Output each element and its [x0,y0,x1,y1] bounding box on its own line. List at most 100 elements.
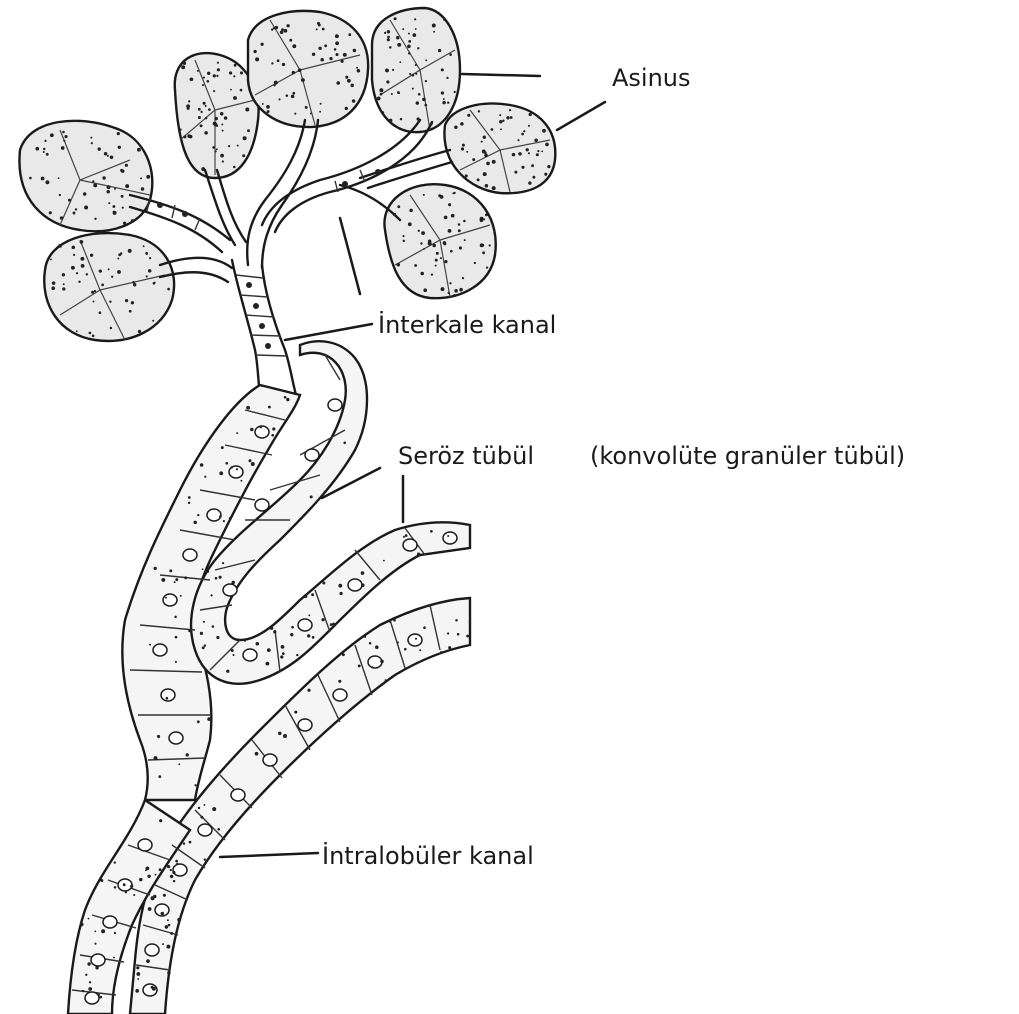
granule-dot [416,101,419,104]
granule-dot [89,332,92,335]
granule-dot [215,577,218,580]
granule-dot [321,618,324,621]
granule-dot [466,151,468,153]
granule-dot [318,672,320,674]
granule-dot [230,89,232,91]
granule-dot [455,619,458,622]
granule-dot [98,147,101,150]
granule-dot [273,630,276,633]
granule-dot [284,29,288,33]
granule-dot [541,150,543,152]
granule-dot [408,222,412,226]
granule-dot [449,53,452,56]
granule-dot [89,981,91,983]
granule-dot [219,471,223,475]
granule-dot [123,883,126,886]
granule-dot [233,75,235,77]
granule-dot [186,753,189,756]
granule-dot [187,107,190,110]
granule-dot [386,80,389,83]
granule-dot [431,273,433,275]
granule-dot [100,879,103,882]
granule-dot [481,141,483,143]
granule-dot [153,895,157,899]
granule-dot [380,93,383,96]
granule-dot [204,131,208,135]
granule-dot [514,171,517,174]
granule-dot [448,292,450,294]
granule-dot [389,46,392,49]
granule-dot [60,216,63,219]
granule-dot [108,202,110,204]
granule-dot [50,258,52,260]
granule-dot [489,244,491,246]
granule-dot [206,80,209,83]
granule-dot [118,146,121,149]
granule-dot [318,24,321,27]
granule-dot [136,966,139,969]
granule-dot [528,181,531,184]
granule-dot [188,502,190,504]
granule-dot [212,625,215,628]
granule-dot [149,257,151,259]
granule-dot [73,254,75,256]
granule-dot [358,664,361,667]
granule-dot [100,996,103,999]
granule-dot [266,105,270,109]
granule-dot [385,68,389,72]
granule-dot [148,269,151,272]
granule-dot [283,734,287,738]
granule-dot [137,978,139,980]
granule-dot [542,129,546,133]
granule-dot [130,885,133,888]
acini-group [19,8,555,341]
granule-dot [420,272,424,276]
granule-dot [123,222,126,225]
granule-dot [204,644,206,646]
granule-dot [222,562,224,564]
granule-dot [273,84,275,86]
acinus [19,121,152,231]
granule-dot [170,932,173,935]
granule-dot [415,73,417,75]
granule-dot [107,155,109,157]
granule-dot [463,220,466,223]
granule-dot [289,39,292,42]
granule-dot [440,257,442,259]
granule-dot [379,88,383,92]
granule-dot [531,164,534,167]
granule-dot [322,28,325,31]
granule-dot [158,775,161,778]
granule-dot [72,246,76,250]
granule-dot [545,143,549,147]
granule-dot [421,231,425,235]
granule-dot [397,43,401,47]
granule-dot [111,276,113,278]
granule-dot [51,286,55,290]
granule-dot [117,270,121,274]
granule-dot [80,257,84,261]
granule-dot [305,106,308,109]
granule-dot [184,576,187,579]
asinus-leader-lower [557,102,605,130]
granule-dot [200,124,203,127]
granule-dot [482,251,485,254]
granule-dot [245,108,249,112]
granule-dot [322,582,325,585]
acinus [384,184,495,298]
granule-dot [483,218,485,220]
granule-dot [117,132,120,135]
granule-dot [44,140,46,142]
granule-dot [364,636,366,638]
granule-dot [444,216,448,220]
granule-dot [318,47,321,50]
granule-dot [411,74,414,77]
granule-dot [267,648,271,652]
granule-dot [161,578,165,582]
granule-dot [93,301,95,303]
granule-dot [129,310,132,313]
granule-dot [336,81,340,85]
granule-dot [197,720,200,723]
granule-dot [118,253,121,256]
granule-dot [534,139,538,143]
